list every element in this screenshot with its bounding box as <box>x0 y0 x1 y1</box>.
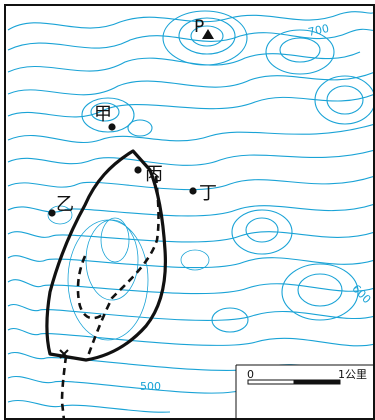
watershed-boundary <box>45 149 167 362</box>
stream-outlet <box>60 355 68 420</box>
label-bing: 丙 <box>145 164 163 185</box>
map-border <box>4 4 375 420</box>
label-jia: 甲 <box>94 104 112 125</box>
outlet-mark <box>59 349 69 359</box>
point-jia-dot-icon <box>108 123 116 131</box>
point-yi-dot-icon <box>48 209 56 217</box>
contour-label-500: 500 <box>140 380 161 393</box>
label-yi: 乙 <box>56 194 74 215</box>
streams <box>60 175 160 420</box>
point-bing-dot-icon <box>134 166 142 174</box>
contour-lines <box>7 10 375 413</box>
label-peak-p: P <box>194 17 204 37</box>
contour-label-600: 600 <box>349 282 373 306</box>
point-ding-dot-icon <box>189 187 197 195</box>
contour-label-700: 700 <box>307 22 330 39</box>
peak-triangle-icon <box>202 29 214 39</box>
scale-start-label: 0 <box>247 368 254 381</box>
scale-end-label: 1公里 <box>338 368 367 381</box>
point-markers <box>48 123 197 217</box>
scale-bar: 0 1公里 <box>235 364 375 420</box>
label-ding: 丁 <box>199 183 217 204</box>
stream-left <box>76 255 105 320</box>
